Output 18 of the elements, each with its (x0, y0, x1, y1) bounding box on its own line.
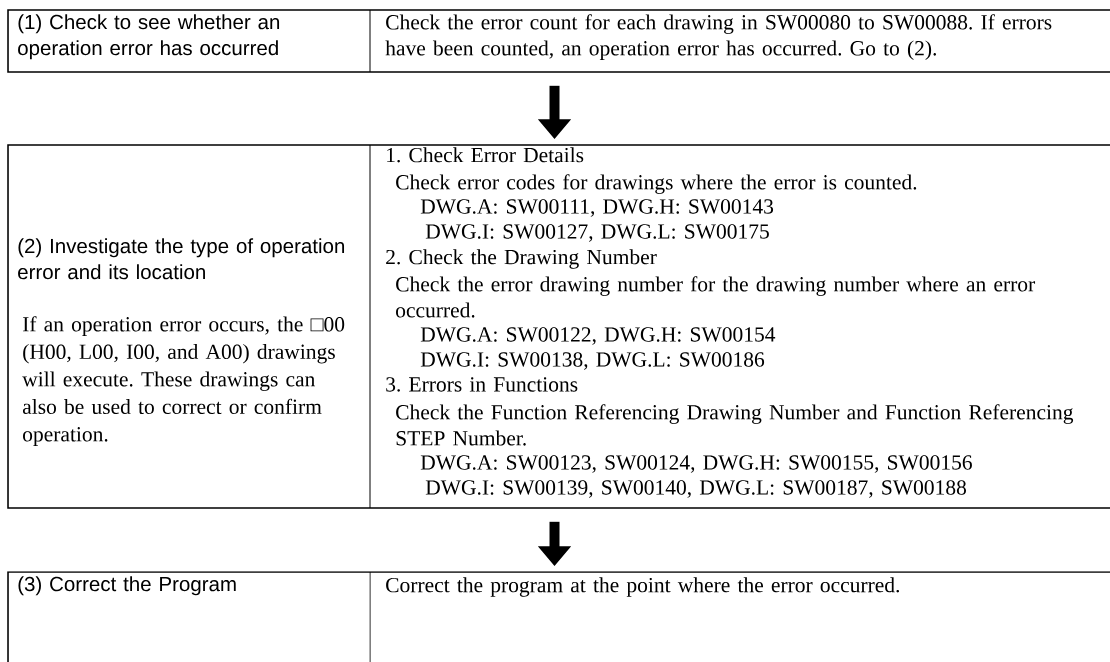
register-list: DWG.I: SW00127, DWG.L: SW00175 (425, 224, 769, 242)
step-note: If an operation error occurs, the □00 (H00, L00, I00, and A00) drawings will execute. These drawings can also be used to correct or confirm operation. (22, 316, 345, 446)
list-item-text: Check the Function Referencing Drawing Number and Function Referencing STEP Number. (396, 404, 1074, 446)
register-list: DWG.I: SW00139, SW00140, DWG.L: SW00187, SW00188 (425, 480, 966, 498)
list-item-text: Check error codes for drawings where the error is counted. (396, 174, 917, 194)
step-description: Check the error count for each drawing in SW00080 to SW00088. If errors have been counted, an operation error has occurred. Go to (2). (385, 14, 1052, 60)
register-list: DWG.A: SW00111, DWG.H: SW00143 (420, 199, 774, 217)
list-item-heading: 1. Check Error Details (387, 147, 584, 163)
register-list: DWG.A: SW00123, SW00124, DWG.H: SW00155, SW00156 (420, 455, 972, 473)
step-heading: (2) Investigate the type of operation error and its location (18, 238, 344, 280)
list-item-heading: 2. Check the Drawing Number (386, 249, 657, 269)
list-item-text: Check the error drawing number for the drawing number where an error occurred. (396, 276, 1036, 318)
step-heading: (1) Check to see whether an operation error has occurred (18, 14, 280, 60)
list-item-heading: 3. Errors in Functions (386, 377, 578, 392)
register-list: DWG.A: SW00122, DWG.H: SW00154 (420, 327, 776, 345)
step-description: Correct the program at the point where the error occurred. (386, 577, 899, 597)
step-heading: (3) Correct the Program (18, 576, 236, 596)
register-list: DWG.I: SW00138, DWG.L: SW00186 (420, 352, 765, 370)
